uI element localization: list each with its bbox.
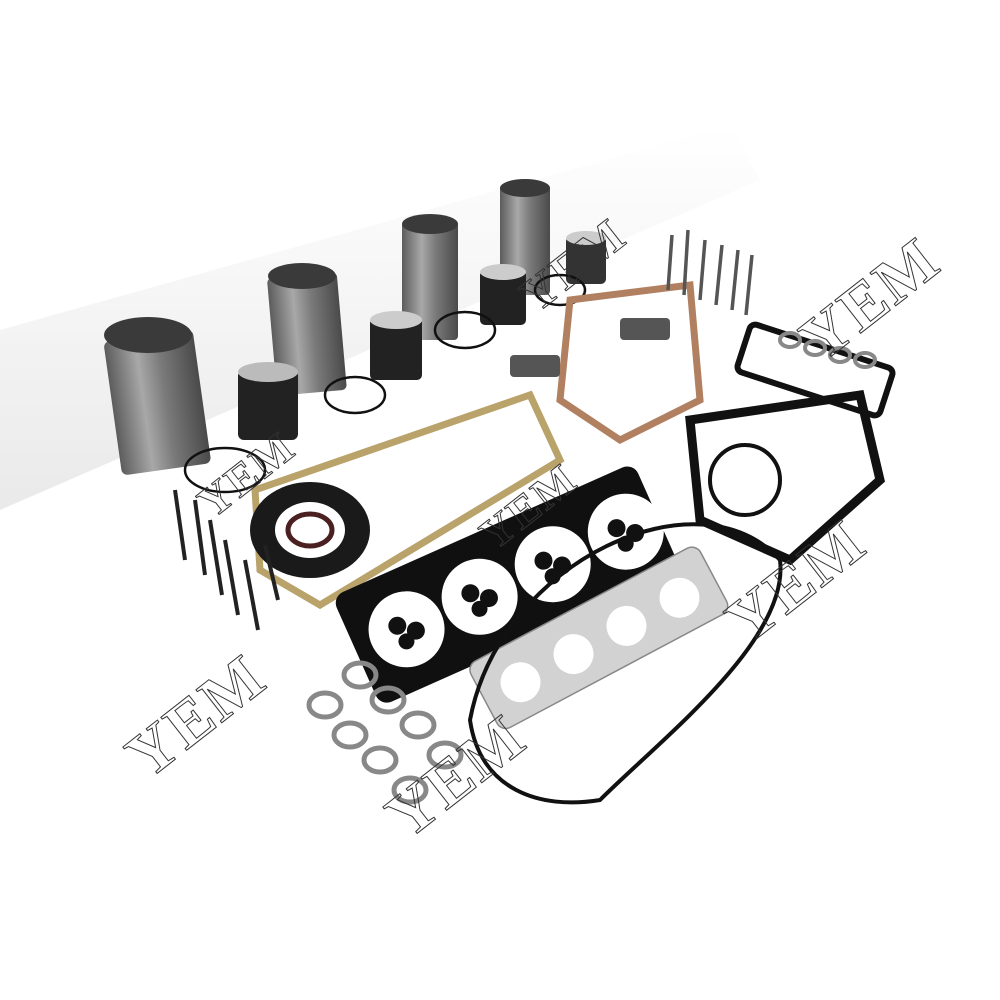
head-gasket [335, 466, 679, 703]
valve-cover-gasket [467, 522, 783, 805]
valve-seats-right [778, 331, 877, 369]
pistons [238, 231, 606, 440]
valve-seats-left [306, 660, 464, 805]
exhaust-manifold-gasket [469, 546, 729, 730]
oil-pan-gasket [251, 390, 565, 610]
piston-rings [183, 273, 587, 494]
valves-left [173, 489, 280, 631]
valves-right [666, 229, 754, 316]
bearing-sets [510, 318, 670, 377]
backdrop-wall [0, 0, 1000, 330]
